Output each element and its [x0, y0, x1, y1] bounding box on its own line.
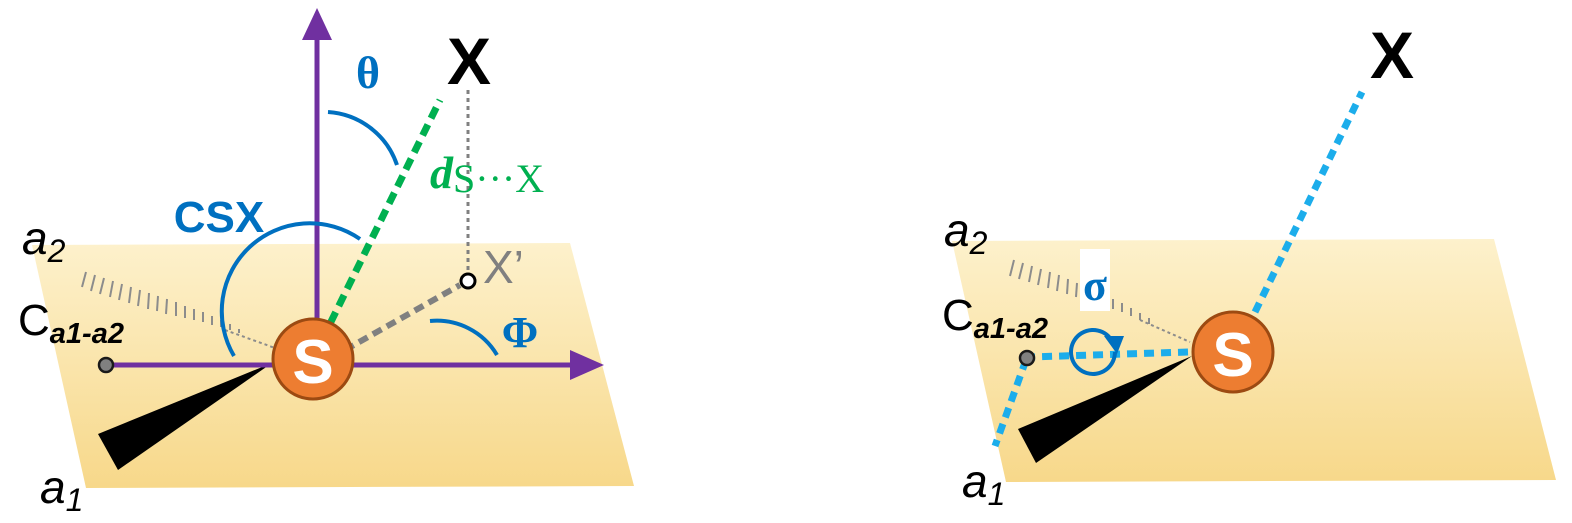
distance-line-s-x — [318, 98, 444, 342]
horizontal-axis-arrow — [570, 350, 604, 380]
centroid-label-right: Ca1-a2 — [942, 291, 1048, 345]
centroid-label-left: Ca1-a2 — [18, 296, 124, 350]
a1-label-left: a1 — [40, 461, 83, 518]
left-panel: S X θ dS···X CSX X’ Φ a2 Ca1-a2 a1 — [18, 8, 634, 518]
xprime-label: X’ — [483, 241, 524, 293]
sigma-label-box — [1080, 249, 1110, 311]
distance-label: dS···X — [430, 147, 544, 201]
dotted-line-to-c-left — [224, 329, 276, 349]
right-panel: σ S X a2 Ca1-a2 a1 — [942, 18, 1556, 512]
solid-wedge-right — [1018, 356, 1192, 463]
theta-label: θ — [356, 47, 380, 98]
distance-label-d: d — [430, 147, 454, 198]
sigma-line-c-a1 — [991, 358, 1030, 448]
sulfur-atom-left — [271, 317, 355, 401]
sulfur-label-left: S — [292, 328, 333, 397]
projection-line-s-xprime — [343, 282, 462, 353]
sigma-label: σ — [1083, 261, 1107, 310]
centroid-dot-left — [97, 356, 115, 374]
x-atom-label-left: X — [447, 24, 491, 98]
csx-arc — [219, 221, 362, 358]
distance-label-sub: S···X — [453, 156, 544, 201]
sulfur-label-right: S — [1212, 321, 1253, 390]
a2-label-right: a2 — [944, 204, 988, 261]
phi-arc — [429, 318, 499, 357]
a2-label-left: a2 — [22, 212, 66, 269]
rotation-arrow-head — [1104, 336, 1124, 354]
theta-arc — [327, 110, 399, 166]
vertical-axis-arrow — [302, 8, 332, 40]
x-atom-label-right: X — [1370, 18, 1414, 92]
sigma-line-s-x — [1251, 90, 1366, 314]
csx-label: CSX — [174, 193, 264, 242]
phi-label: Φ — [502, 308, 538, 357]
rotation-arrow — [1069, 327, 1117, 376]
centroid-dot-right — [1018, 349, 1036, 367]
a1-label-right: a1 — [962, 455, 1005, 512]
xprime-point — [459, 272, 477, 290]
sulfur-atom-right — [1191, 310, 1275, 394]
solid-wedge-left — [98, 363, 272, 470]
sigma-line-s-c — [1029, 348, 1189, 361]
